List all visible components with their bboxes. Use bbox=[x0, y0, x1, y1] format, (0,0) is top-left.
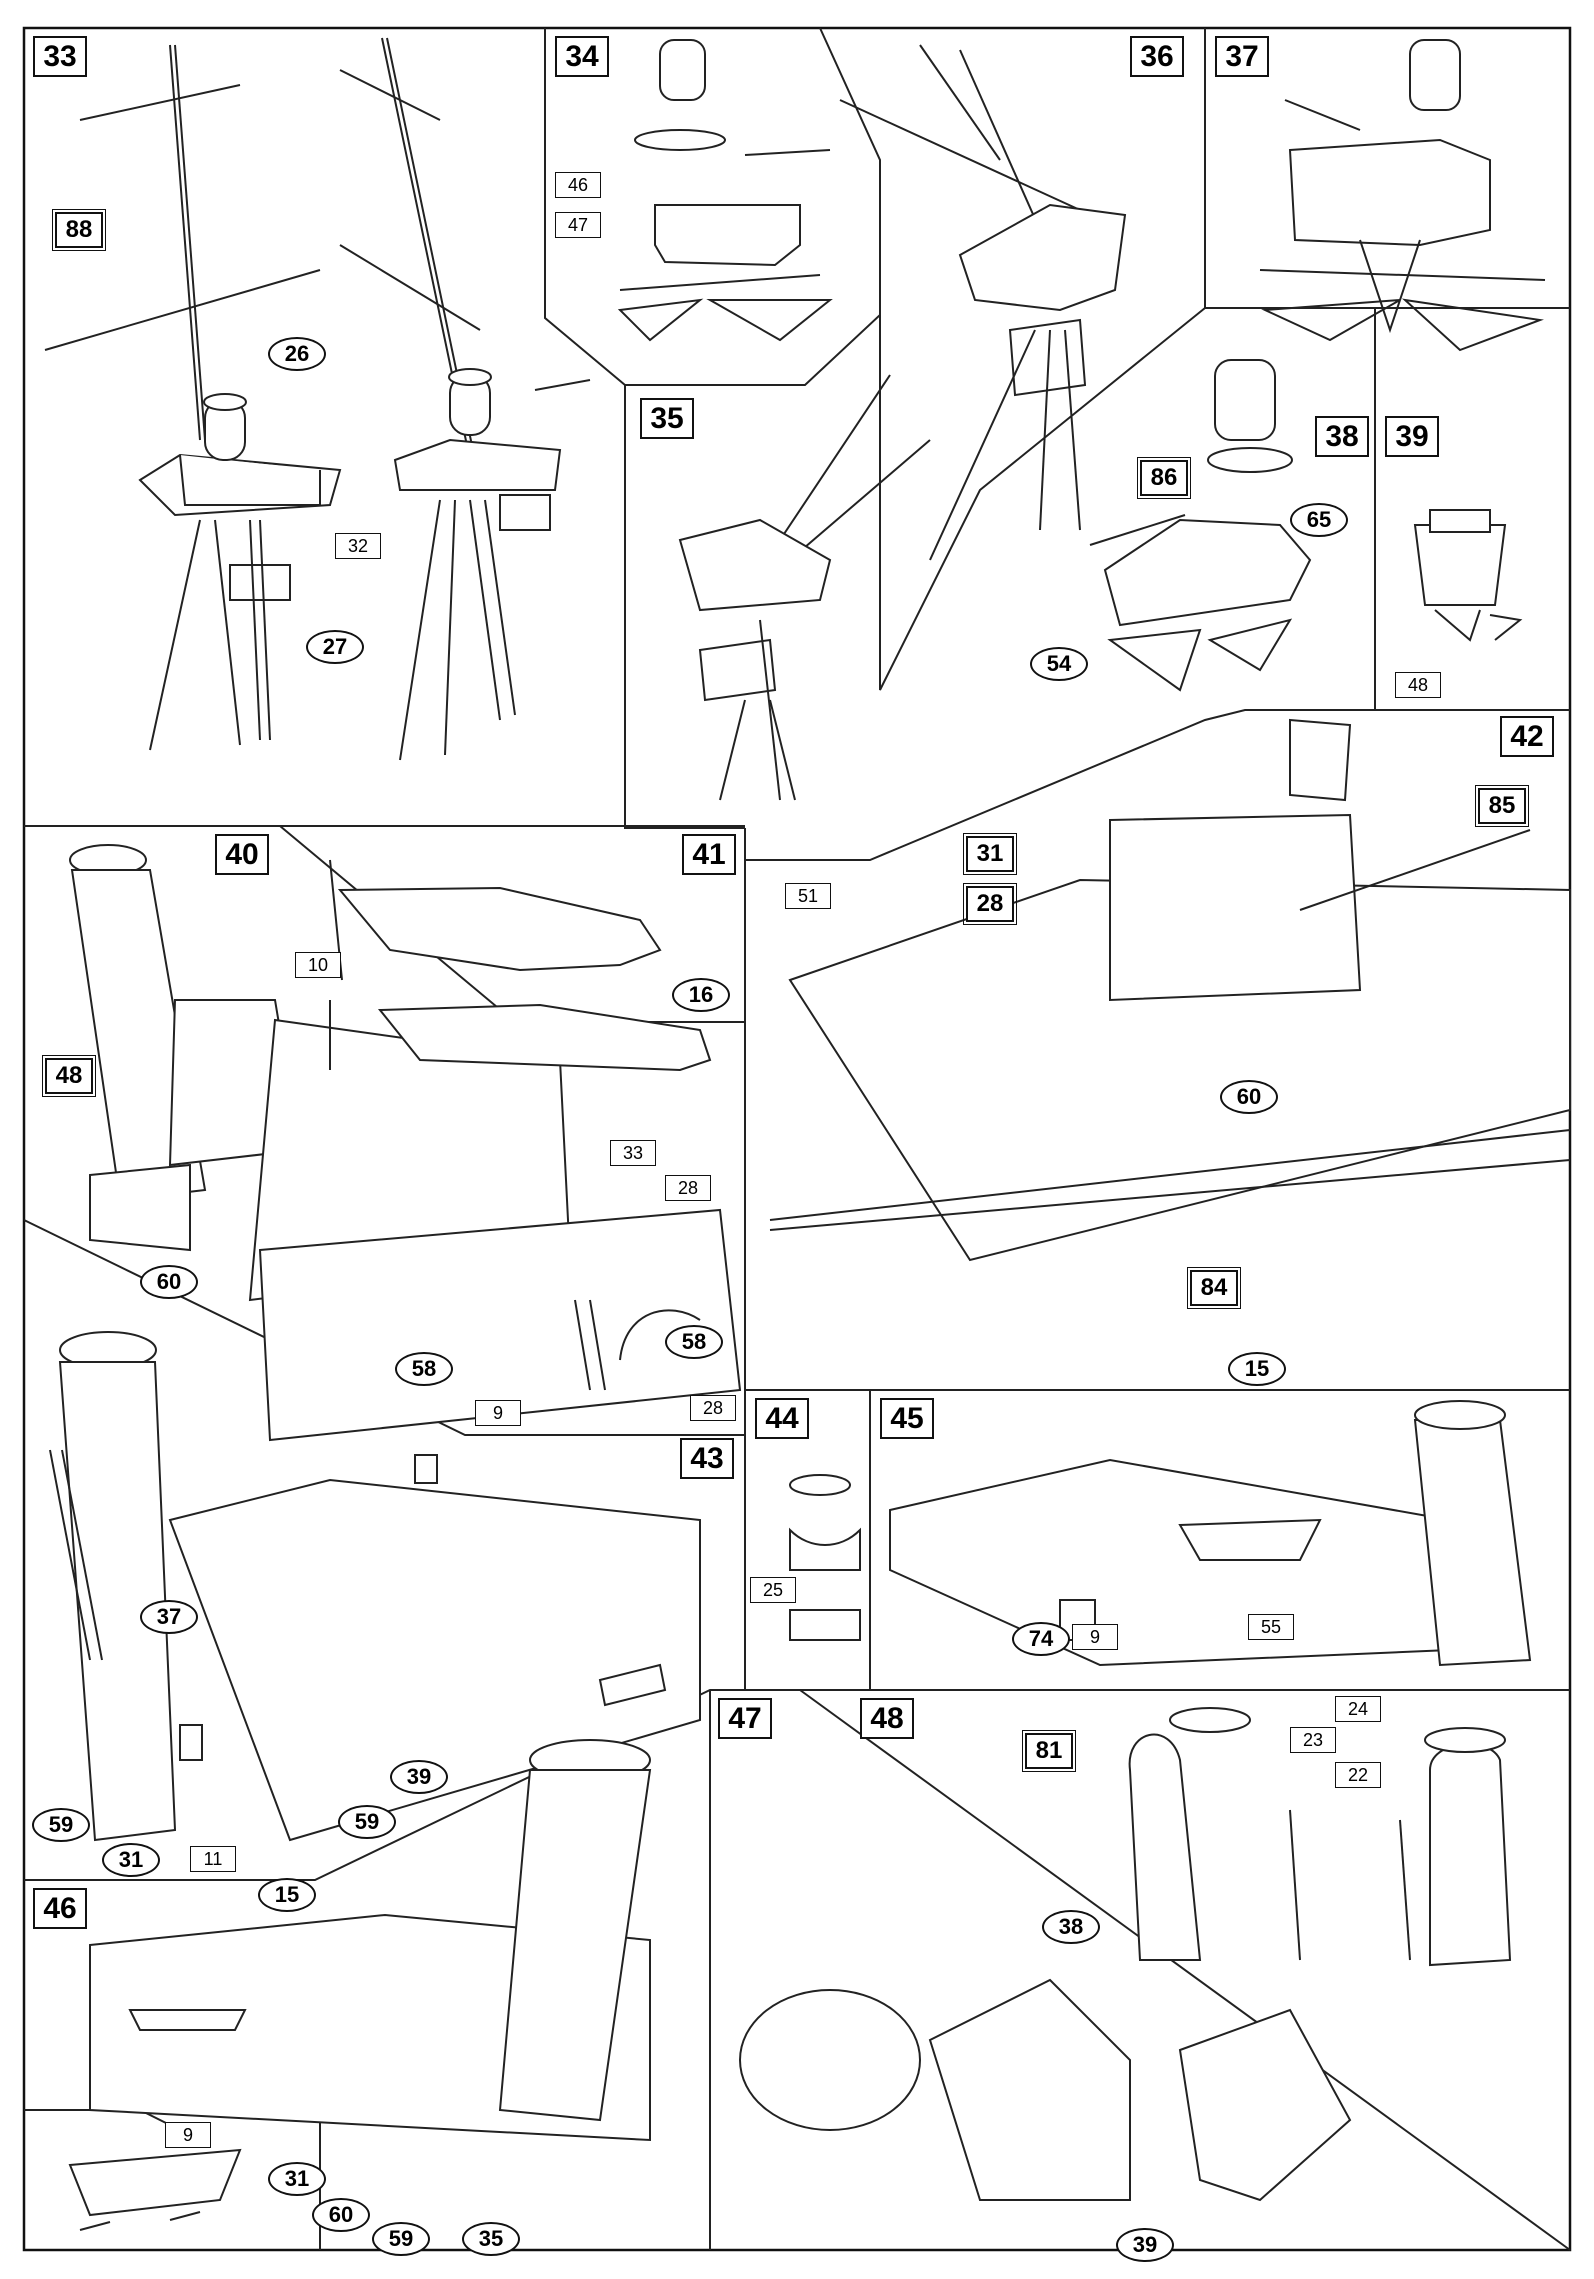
part-23-label: 23 bbox=[1290, 1727, 1336, 1753]
step33-art bbox=[44, 37, 591, 761]
step45-art bbox=[889, 1400, 1532, 1667]
part-27-label: 27 bbox=[306, 630, 364, 664]
step-39-number: 39 bbox=[1385, 416, 1439, 457]
part-28-label-2: 28 bbox=[690, 1395, 736, 1421]
part-51-label: 51 bbox=[785, 883, 831, 909]
step39-art bbox=[1413, 509, 1523, 642]
part-9-label-3: 9 bbox=[165, 2122, 211, 2148]
part-26-label: 26 bbox=[268, 337, 326, 371]
step47-48-art bbox=[739, 1707, 1512, 2202]
part-11-label: 11 bbox=[190, 1846, 236, 1872]
part-39-label: 39 bbox=[390, 1760, 448, 1794]
part-28-bold-label: 28 bbox=[963, 883, 1017, 925]
part-59-label-2: 59 bbox=[338, 1805, 396, 1839]
part-88-label: 88 bbox=[52, 209, 106, 251]
part-24-label: 24 bbox=[1335, 1696, 1381, 1722]
part-15-label: 15 bbox=[1228, 1352, 1286, 1386]
part-25-label: 25 bbox=[750, 1577, 796, 1603]
part-22-label: 22 bbox=[1335, 1762, 1381, 1788]
part-60-label-2: 60 bbox=[1220, 1080, 1278, 1114]
part-74-label: 74 bbox=[1012, 1622, 1070, 1656]
step-37-number: 37 bbox=[1215, 36, 1269, 77]
part-58-label: 58 bbox=[395, 1352, 453, 1386]
step-46-number: 46 bbox=[33, 1888, 87, 1929]
step-35-number: 35 bbox=[640, 398, 694, 439]
step-43-number: 43 bbox=[680, 1438, 734, 1479]
part-65-label: 65 bbox=[1290, 503, 1348, 537]
panel-dividers bbox=[23, 27, 1571, 2251]
step-44-number: 44 bbox=[755, 1398, 809, 1439]
part-37-label: 37 bbox=[140, 1600, 198, 1634]
step41-art bbox=[329, 859, 712, 1072]
part-58-label-2: 58 bbox=[665, 1325, 723, 1359]
part-59-label-3: 59 bbox=[372, 2222, 430, 2256]
part-38-label: 38 bbox=[1042, 1910, 1100, 1944]
step37-art bbox=[1259, 39, 1546, 352]
part-54-label: 54 bbox=[1030, 647, 1088, 681]
part-46-label: 46 bbox=[555, 172, 601, 198]
step35-art bbox=[678, 374, 931, 801]
part-31-label: 31 bbox=[963, 833, 1017, 875]
part-39-label-2: 39 bbox=[1116, 2228, 1174, 2262]
part-48-label: 48 bbox=[1395, 672, 1441, 698]
step42-art bbox=[769, 718, 1571, 1262]
part-47-label: 47 bbox=[555, 212, 601, 238]
step-36-number: 36 bbox=[1130, 36, 1184, 77]
step-33-number: 33 bbox=[33, 36, 87, 77]
step36-art bbox=[839, 44, 1127, 561]
step-34-number: 34 bbox=[555, 36, 609, 77]
part-33-label: 33 bbox=[610, 1140, 656, 1166]
step-48-number: 48 bbox=[860, 1698, 914, 1739]
step-47-number: 47 bbox=[718, 1698, 772, 1739]
outer-frame bbox=[22, 26, 1572, 2252]
part-32-label: 32 bbox=[335, 533, 381, 559]
step-42-number: 42 bbox=[1500, 716, 1554, 757]
part-84-label: 84 bbox=[1187, 1267, 1241, 1309]
step40-art bbox=[69, 844, 742, 1442]
part-31-label-2: 31 bbox=[102, 1843, 160, 1877]
step-38-number: 38 bbox=[1315, 416, 1369, 457]
step46-art bbox=[68, 1739, 652, 2231]
part-9-label: 9 bbox=[475, 1400, 521, 1426]
part-10-label: 10 bbox=[295, 952, 341, 978]
part-85-label: 85 bbox=[1475, 785, 1529, 827]
step-45-number: 45 bbox=[880, 1398, 934, 1439]
step38-art bbox=[1089, 359, 1312, 692]
part-31-label-3: 31 bbox=[268, 2162, 326, 2196]
part-35-label: 35 bbox=[462, 2222, 520, 2256]
step-40-number: 40 bbox=[215, 834, 269, 875]
part-48-bold-label: 48 bbox=[42, 1055, 96, 1097]
step-41-number: 41 bbox=[682, 834, 736, 875]
part-28-label: 28 bbox=[665, 1175, 711, 1201]
part-16-label: 16 bbox=[672, 978, 730, 1012]
step44-art bbox=[789, 1474, 861, 1641]
part-55-label: 55 bbox=[1248, 1614, 1294, 1640]
part-86-label: 86 bbox=[1137, 457, 1191, 499]
part-60-label-3: 60 bbox=[312, 2198, 370, 2232]
part-60-label: 60 bbox=[140, 1265, 198, 1299]
part-59-label: 59 bbox=[32, 1808, 90, 1842]
part-9-label-2: 9 bbox=[1072, 1624, 1118, 1650]
part-81-label: 81 bbox=[1022, 1730, 1076, 1772]
part-15-label-2: 15 bbox=[258, 1878, 316, 1912]
step34-art bbox=[617, 39, 833, 342]
